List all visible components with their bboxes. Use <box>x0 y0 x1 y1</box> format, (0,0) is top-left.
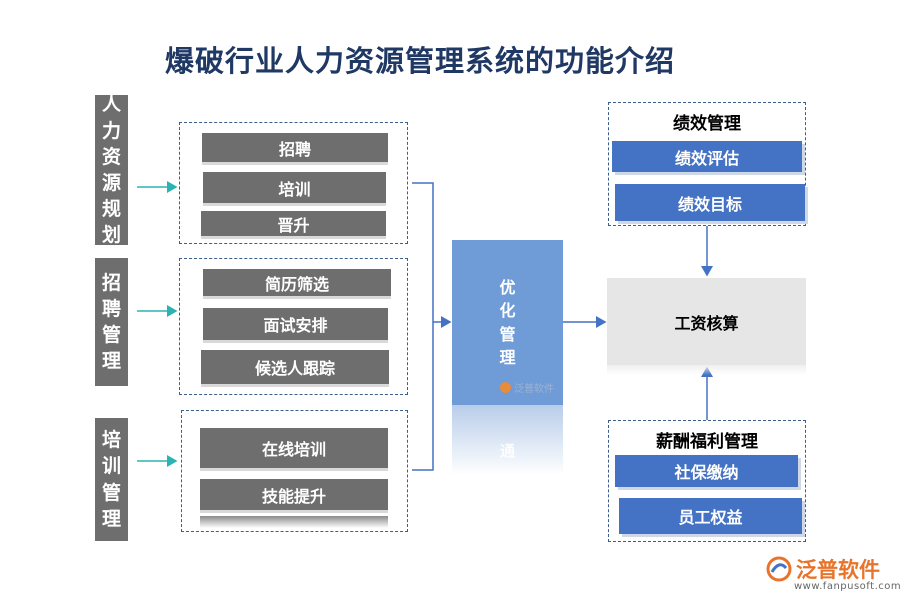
group-hr-planning <box>179 122 408 244</box>
item-performance-evaluation[interactable]: 绩效评估 <box>612 141 802 172</box>
center-reflection <box>452 405 563 475</box>
item-social-insurance[interactable]: 社保缴纳 <box>615 455 798 487</box>
label-training: 培训管理 <box>95 418 128 541</box>
center-reflection-text: 通 <box>500 442 516 460</box>
group-performance <box>608 102 806 226</box>
item-promotion[interactable]: 晋升 <box>201 211 386 239</box>
payroll-box[interactable]: 工资核算 <box>607 278 806 365</box>
benefits-title: 薪酬福利管理 <box>656 432 758 452</box>
item-skill-improvement[interactable]: 技能提升 <box>200 479 388 513</box>
item-online-training[interactable]: 在线培训 <box>200 428 388 471</box>
label-recruitment: 招聘管理 <box>95 258 128 386</box>
item-recruit[interactable]: 招聘 <box>202 133 388 165</box>
logo-swirl-icon <box>766 556 792 582</box>
group-benefits <box>608 420 806 542</box>
item-fade <box>200 516 388 528</box>
page-title: 爆破行业人力资源管理系统的功能介绍 <box>165 44 676 78</box>
brand-logo: 泛普软件 <box>766 554 880 584</box>
logo-icon <box>500 382 511 393</box>
item-candidate-tracking[interactable]: 候选人跟踪 <box>201 350 389 387</box>
item-employee-rights[interactable]: 员工权益 <box>619 498 802 534</box>
label-hr-planning: 人力资源规划 <box>95 93 128 246</box>
payroll-reflection <box>607 365 806 375</box>
item-performance-goals[interactable]: 绩效目标 <box>615 184 805 221</box>
logo-name: 泛普软件 <box>796 558 880 582</box>
performance-title: 绩效管理 <box>673 114 741 134</box>
watermark-small: 泛普软件 <box>500 380 554 395</box>
item-training[interactable]: 培训 <box>203 172 386 206</box>
bracket-line <box>412 182 434 471</box>
item-interview-scheduling[interactable]: 面试安排 <box>203 308 388 343</box>
center-optimize-box[interactable]: 优化管理 <box>452 240 563 405</box>
center-label: 优化管理 <box>499 278 516 367</box>
item-resume-screening[interactable]: 简历筛选 <box>203 269 391 299</box>
watermark-text: 泛普软件 <box>514 384 554 395</box>
group-training <box>181 410 408 532</box>
group-recruitment <box>179 258 408 395</box>
logo-url: www.fanpusoft.com <box>794 581 900 592</box>
